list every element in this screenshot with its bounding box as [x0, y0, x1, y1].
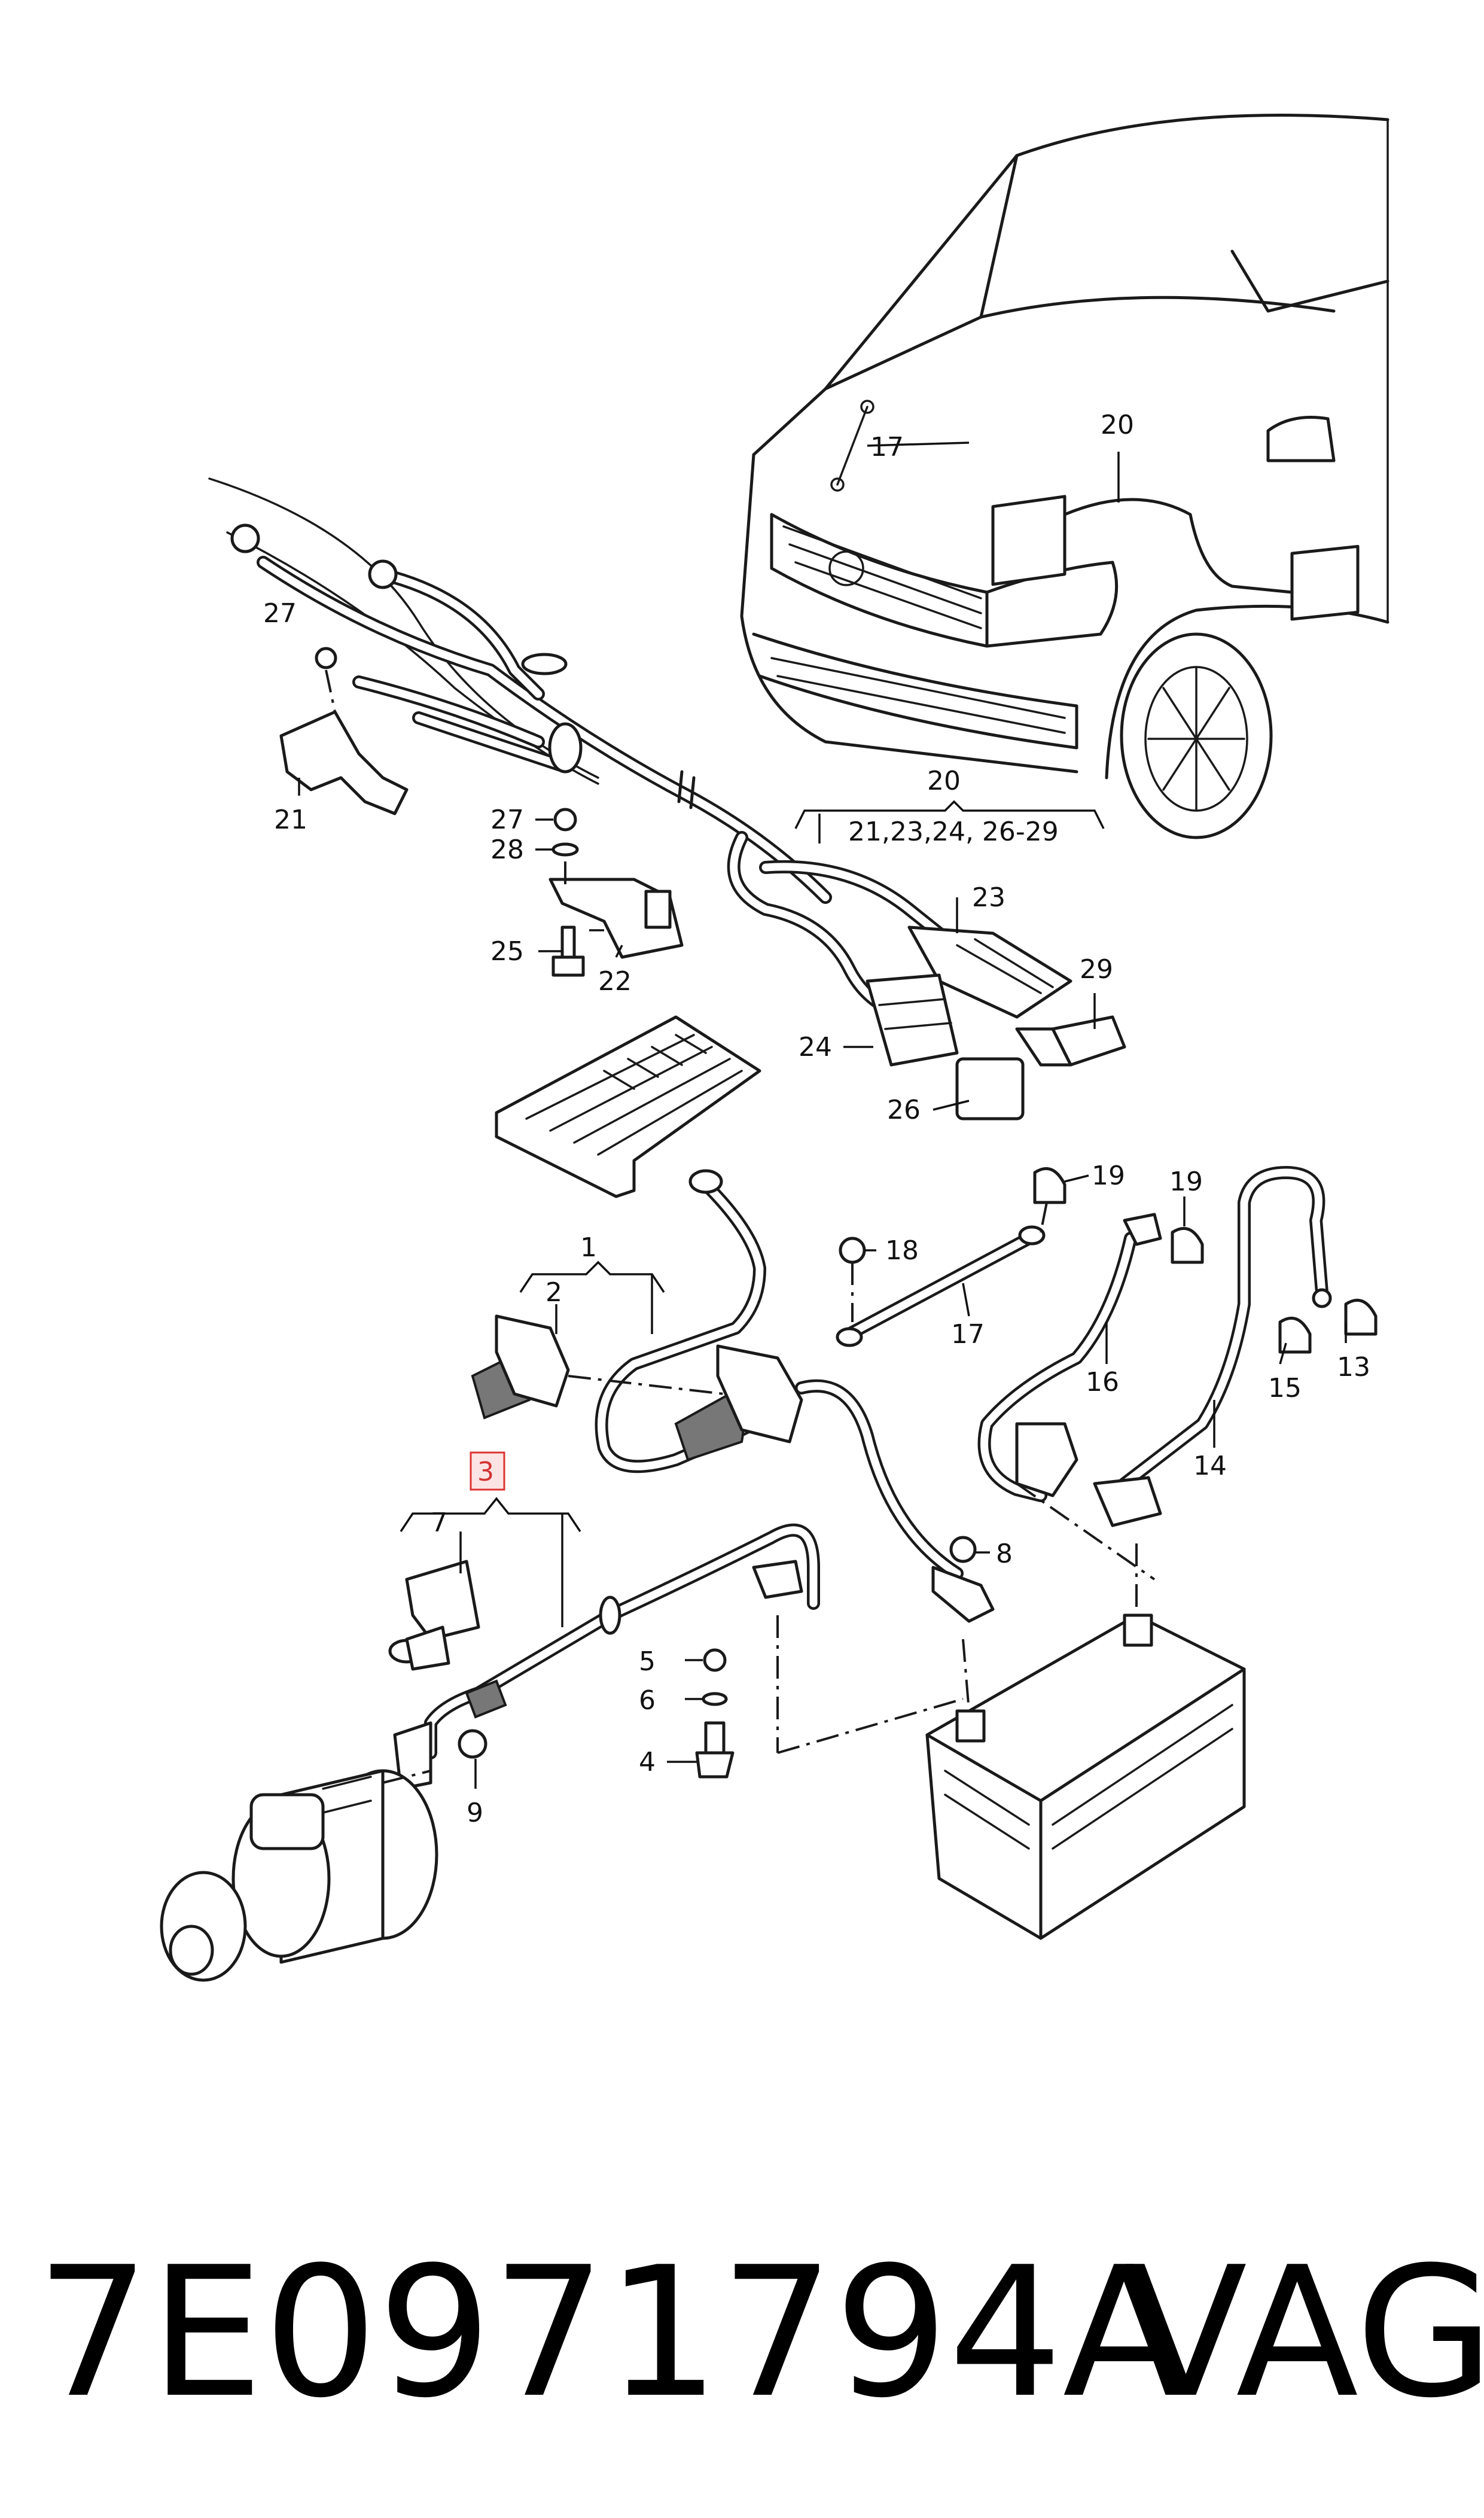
callout-9: 9	[467, 1798, 483, 1828]
callout-19: 19	[1092, 1161, 1125, 1191]
starter-motor	[160, 1769, 438, 1982]
part-22-terminal-bracket	[548, 808, 684, 977]
callout-5: 5	[639, 1646, 656, 1677]
vehicle-front-view	[740, 114, 1389, 839]
callout-2: 2	[546, 1277, 562, 1308]
callout-19: 19	[1169, 1167, 1203, 1197]
part-17-ground-strap	[836, 1167, 1066, 1347]
callout-15: 15	[1268, 1373, 1302, 1403]
callout-8: 8	[996, 1539, 1013, 1569]
callout-20: 20	[927, 766, 961, 796]
callout-17: 17	[870, 432, 904, 462]
callout-20-range: 21,23,24, 26-29	[848, 817, 1059, 847]
callout-25: 25	[490, 936, 524, 967]
callout-7: 7	[431, 1508, 447, 1538]
part-number: 7E0971794A	[36, 2228, 1186, 2437]
part-16-cable	[977, 1213, 1204, 1502]
callout-28: 28	[490, 835, 524, 865]
part-14-cable	[1016, 1166, 1378, 1581]
callout-24: 24	[799, 1032, 832, 1062]
callout-21: 21	[274, 805, 307, 835]
callout-3: 3	[477, 1457, 494, 1487]
callout-27: 27	[263, 598, 297, 629]
highlight-box-3	[470, 1451, 505, 1491]
callout-1: 1	[580, 1232, 597, 1263]
fuse-box-cover	[495, 1015, 761, 1198]
brand-name: VAG	[1125, 2228, 1484, 2437]
callout-27: 27	[490, 805, 524, 835]
callout-13: 13	[1337, 1352, 1370, 1383]
callout-29: 29	[1080, 954, 1113, 985]
part-3-battery-cable	[388, 1523, 820, 1791]
callout-26: 26	[887, 1095, 921, 1125]
callout-23: 23	[972, 882, 1005, 913]
callout-22: 22	[598, 966, 632, 997]
footer: 7E0971794A VAG	[36, 2225, 1484, 2441]
callout-4: 4	[639, 1747, 656, 1777]
part-1-battery-cable	[471, 1169, 995, 1623]
callout-16: 16	[1086, 1367, 1119, 1397]
battery	[776, 1543, 1246, 1940]
callout-14: 14	[1193, 1451, 1227, 1481]
small-fasteners	[458, 1536, 977, 1779]
part-21-bracket	[279, 647, 409, 815]
callout-labels: 17 20 20 21,23,24, 26-29 27 21 27 28 25 …	[263, 410, 1370, 1828]
callout-18: 18	[885, 1235, 919, 1266]
main-wiring-harness	[208, 477, 1126, 1121]
callout-20: 20	[1101, 410, 1134, 440]
callout-17: 17	[951, 1319, 985, 1350]
callout-brackets	[298, 442, 1347, 1789]
callout-6: 6	[639, 1685, 656, 1716]
